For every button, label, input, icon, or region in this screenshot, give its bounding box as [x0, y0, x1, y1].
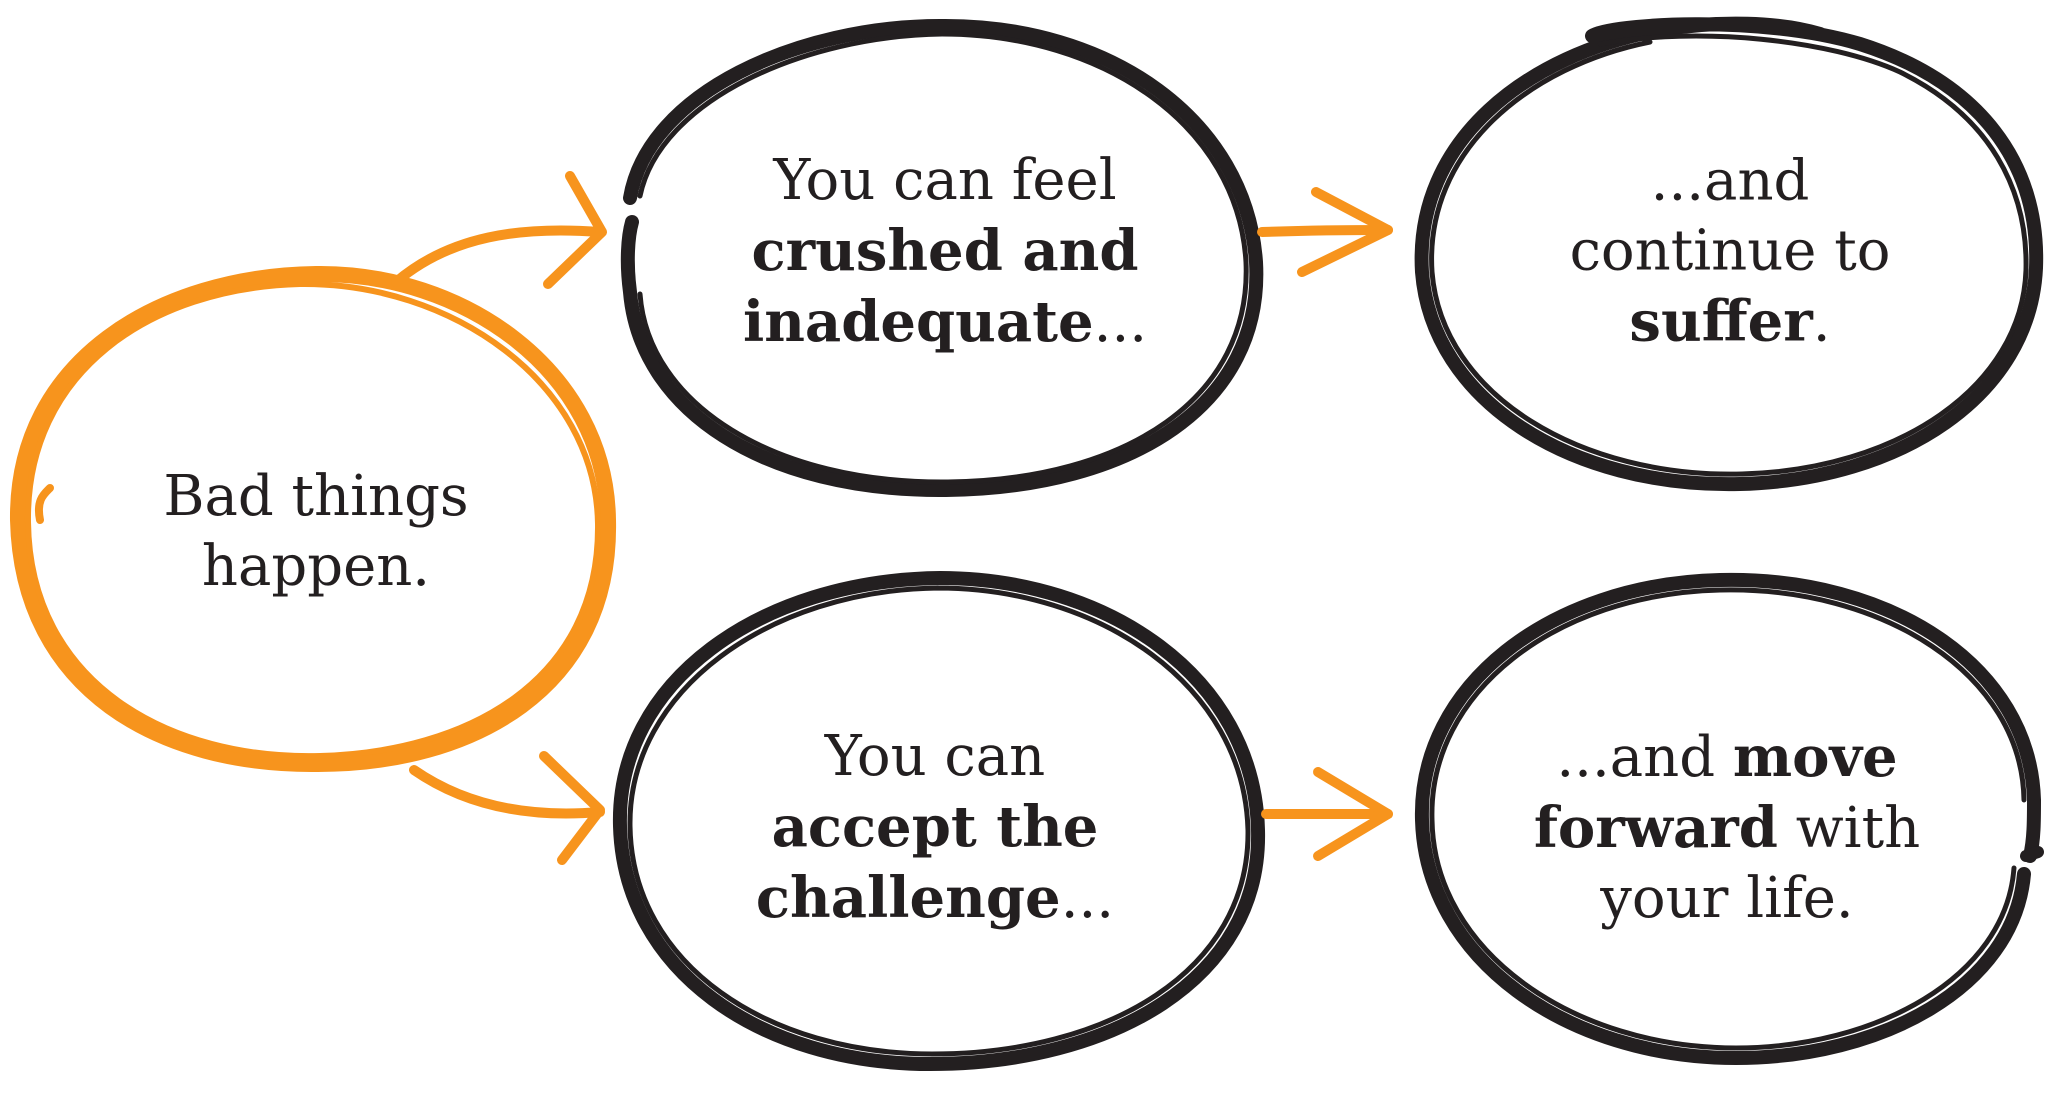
bottom-right-node-label: ...and move forward with your life. — [1534, 722, 1920, 934]
start-line-2: happen. — [201, 534, 431, 599]
start-node-label: Bad things happen. — [163, 462, 468, 602]
top-right-line-3-tail: . — [1812, 289, 1831, 355]
bottom-right-line-2-tail: with — [1777, 796, 1921, 861]
bottom-left-line-3-bold: challenge — [755, 865, 1061, 931]
top-left-node-circle — [620, 18, 1264, 498]
top-right-line-3-bold: suffer — [1629, 288, 1813, 355]
curved-arrow-icon — [409, 751, 605, 865]
bottom-left-line-2: accept the — [771, 794, 1099, 860]
bottom-right-line-3: your life. — [1600, 866, 1854, 931]
start-line-1: Bad things — [163, 464, 469, 529]
arrow-icon — [1257, 187, 1393, 277]
bottom-right-line-2-bold: forward — [1533, 795, 1778, 861]
top-left-line-3-tail: ... — [1093, 290, 1148, 355]
top-right-line-2: continue to — [1569, 218, 1891, 284]
bottom-left-line-1: You can — [824, 724, 1046, 789]
bottom-left-line-3-tail: ... — [1060, 866, 1115, 931]
top-right-node-circle — [1414, 16, 2044, 492]
top-right-node-label: ...and continue to suffer. — [1570, 147, 1891, 358]
bottom-right-line-1-bold: move — [1732, 724, 1898, 790]
top-left-line-2: crushed and — [751, 218, 1139, 284]
top-left-node-label: You can feel crushed and inadequate... — [743, 146, 1147, 358]
curved-arrow-icon — [391, 171, 607, 289]
bottom-left-node-label: You can accept the challenge... — [756, 722, 1114, 934]
top-right-line-1: ...and — [1650, 148, 1810, 214]
top-left-line-1: You can feel — [773, 148, 1117, 213]
start-node-circle — [9, 265, 617, 773]
arrow-icon — [1261, 767, 1393, 861]
bottom-right-line-1-pre: ...and — [1556, 725, 1733, 790]
top-left-line-3-bold: inadequate — [742, 289, 1094, 355]
bottom-right-node-circle — [1414, 572, 2044, 1065]
bottom-left-node-circle — [612, 571, 1266, 1071]
